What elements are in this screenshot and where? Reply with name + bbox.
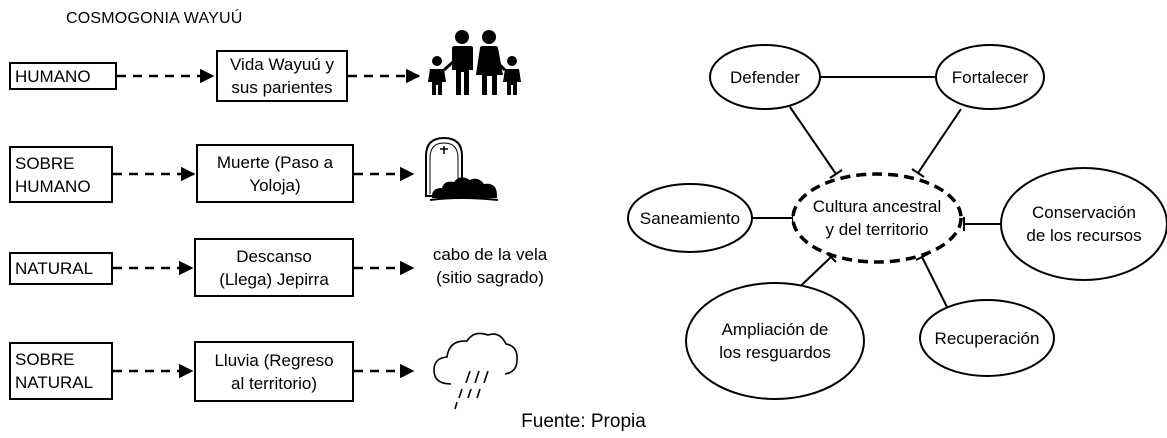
label-fortalecer: Fortalecer [951,67,1029,87]
diagram-title: COSMOGONIA WAYUÚ [66,10,243,27]
category-sobre-humano: SOBRE HUMANO [9,146,113,203]
link-fortalecer-center [917,108,962,174]
node-defender [709,44,821,110]
label-saneamiento: Saneamiento [639,208,741,228]
node-conservacion [1000,167,1167,281]
link-defender-center [789,106,837,175]
tombstone-icon [425,136,499,201]
family-icon [428,30,521,95]
node-saneamiento [627,183,753,253]
stage-descanso: Descanso (Llega) Jepirra [194,238,354,297]
link-recuperacion-center [921,256,951,314]
stage-lluvia: Lluvia (Regreso al territorio) [194,341,354,402]
rain-cloud-icon [433,332,518,410]
label-center: Cultura ancestral y del territorio [812,197,942,239]
label-defender: Defender [730,67,800,87]
stage-vida-wayuu: Vida Wayuú y sus parientes [216,50,348,102]
node-ampliacion [685,282,865,400]
node-center [791,172,963,264]
node-fortalecer [935,44,1045,110]
label-ampliacion: Ampliación de los resguardos [719,320,831,362]
category-sobre-natural: SOBRE NATURAL [9,342,113,400]
category-humano: HUMANO [9,62,117,90]
label-conservacion: Conservación de los recursos [1026,203,1142,245]
result-cabo-de-la-vela: cabo de la vela (sitio sagrado) [432,245,548,287]
caption-source: Fuente: Propia [521,411,646,432]
label-recuperacion: Recuperación [934,328,1040,348]
category-natural: NATURAL [9,252,113,285]
stage-muerte: Muerte (Paso a Yoloja) [196,144,354,203]
node-recuperacion [919,299,1055,377]
